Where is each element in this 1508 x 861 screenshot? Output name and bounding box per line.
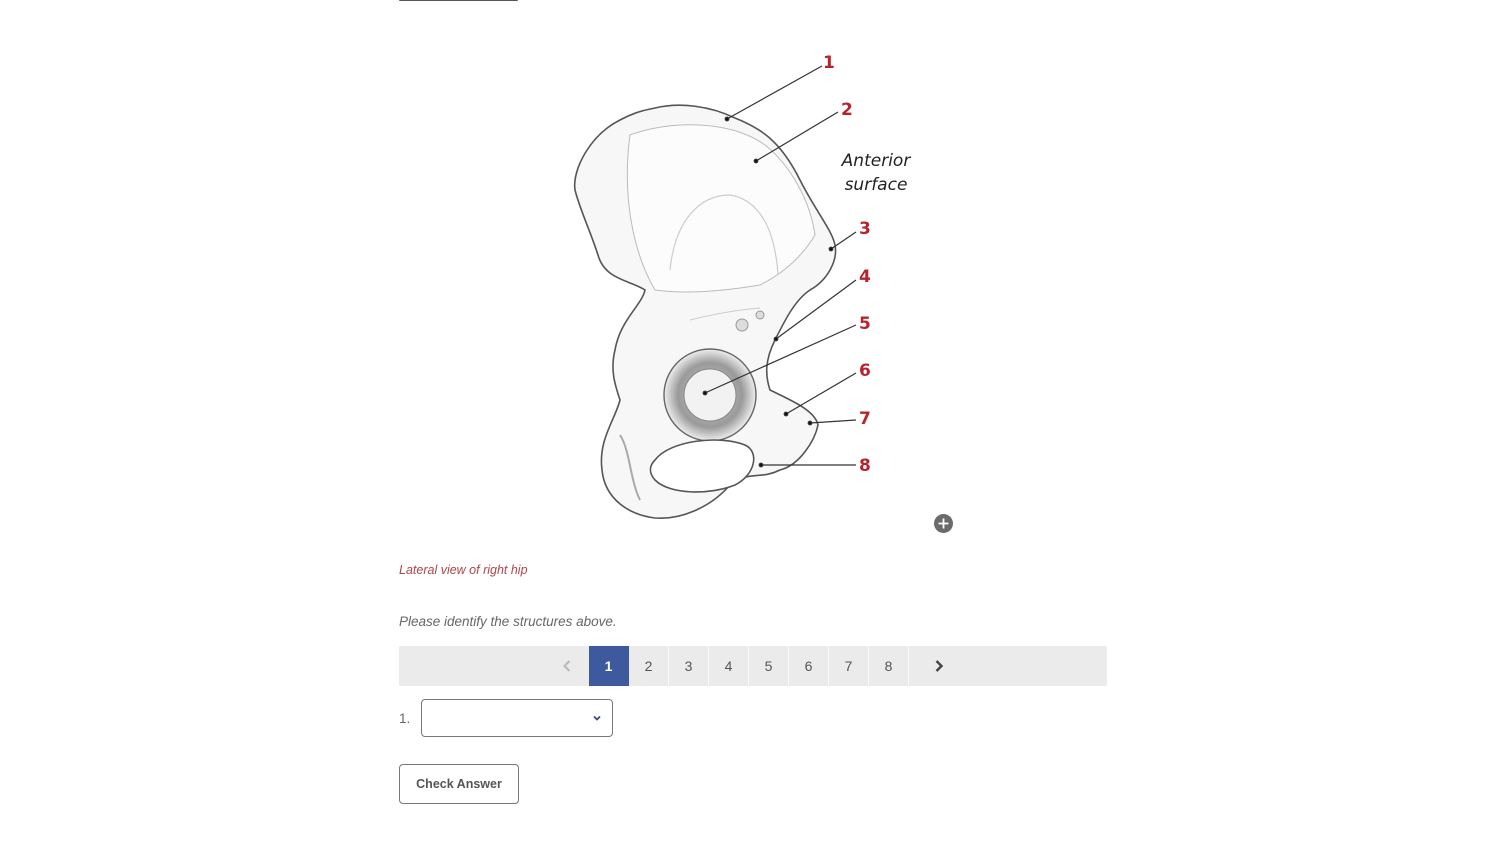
page-8-button[interactable]: 8 [869,646,909,686]
structure-answer-dropdown[interactable] [421,699,613,737]
check-answer-button[interactable]: Check Answer [399,764,519,804]
page-list: 1 2 3 4 5 6 7 8 [589,646,909,686]
structure-label-3: 3 [859,219,871,239]
structure-label-4: 4 [859,267,871,287]
page-2-button[interactable]: 2 [629,646,669,686]
answer-number: 1. [399,710,411,726]
page-3-button[interactable]: 3 [669,646,709,686]
chevron-left-icon [562,660,571,672]
page-1-button[interactable]: 1 [589,646,629,686]
page-6-button[interactable]: 6 [789,646,829,686]
question-pagination: 1 2 3 4 5 6 7 8 [399,646,1107,686]
top-divider [399,0,518,1]
previous-page-button[interactable] [547,646,587,686]
structure-label-7: 7 [859,409,871,429]
question-instructions: Please identify the structures above. [399,614,617,629]
structure-label-2: 2 [841,100,853,120]
page-7-button[interactable]: 7 [829,646,869,686]
plus-icon [938,518,949,529]
zoom-image-button[interactable] [934,514,953,533]
page-5-button[interactable]: 5 [749,646,789,686]
structure-label-6: 6 [859,361,871,381]
next-page-button[interactable] [919,646,959,686]
chevron-down-icon [593,715,601,721]
structure-label-1: 1 [823,53,835,73]
answer-row: 1. [399,699,613,737]
hip-bone-illustration [573,65,857,519]
figure-caption: Lateral view of right hip [399,563,528,577]
structure-label-5: 5 [859,314,871,334]
chevron-right-icon [935,660,944,672]
structure-label-8: 8 [859,456,871,476]
page-4-button[interactable]: 4 [709,646,749,686]
anterior-surface-annotation: Anterior surface [841,151,911,195]
hip-bone-figure: 1 2 Anterior surface 3 4 5 6 7 8 [560,40,920,530]
